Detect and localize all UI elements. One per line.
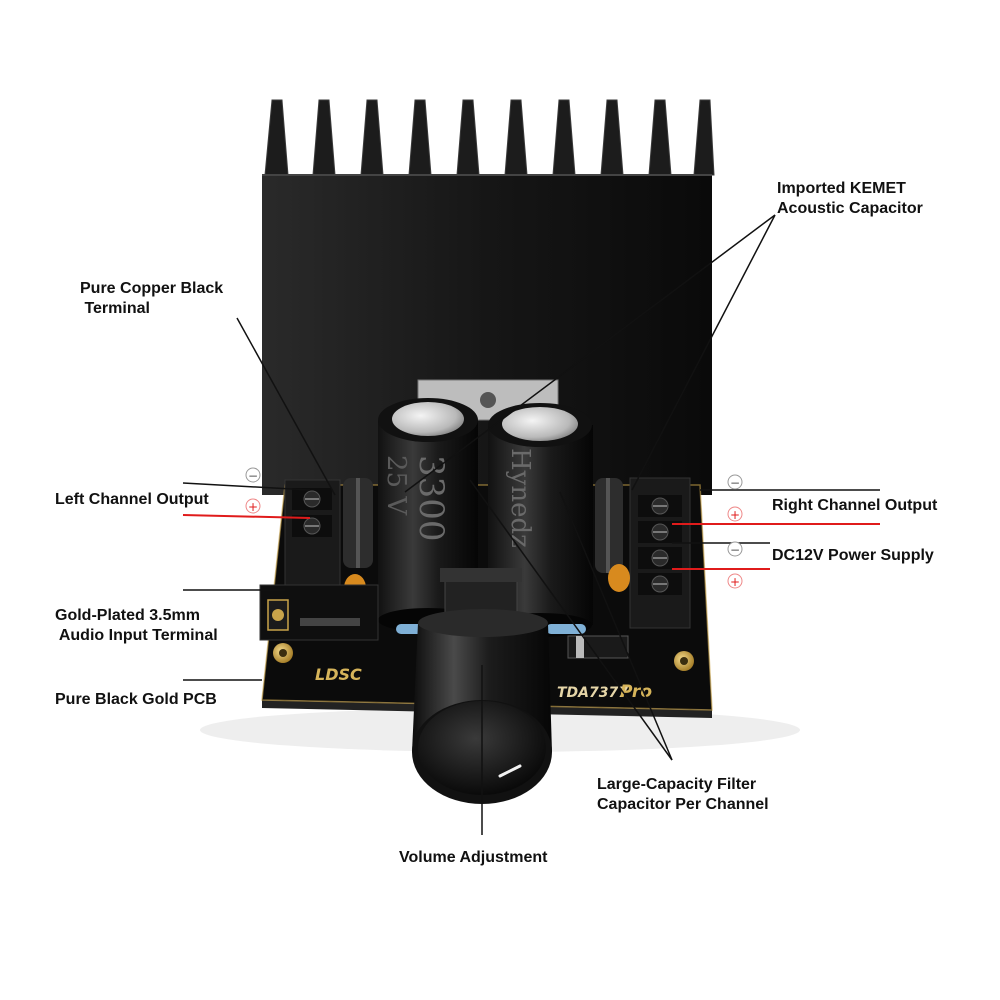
diode bbox=[567, 635, 629, 659]
minus-marker-left: − bbox=[248, 469, 258, 483]
pcb-brand-marking: LDSC bbox=[315, 665, 362, 684]
label-copper-line1: Pure Copper Black bbox=[80, 280, 224, 297]
pcb-model-suffix: Pro bbox=[620, 682, 652, 702]
pcb-model-marking: TDA7377 bbox=[557, 685, 628, 701]
cap-left-voltage: 25 V bbox=[381, 455, 411, 516]
leader-kemet-left bbox=[404, 214, 776, 493]
label-kemet-line2: Acoustic Capacitor bbox=[777, 200, 923, 217]
terminal-wires bbox=[182, 482, 880, 570]
plus-marker-power: + bbox=[730, 575, 740, 589]
plus-marker-left: + bbox=[248, 500, 258, 514]
leader-kemet-right bbox=[631, 214, 776, 491]
label-kemet-line1: Imported KEMET bbox=[777, 180, 906, 197]
polarity-markers: − + − + − + bbox=[245, 467, 743, 589]
minus-marker-right: − bbox=[730, 476, 740, 490]
heatsink bbox=[262, 99, 715, 495]
minus-marker-power: − bbox=[730, 543, 740, 557]
label-audio-input: Gold-Plated 3.5mm Audio Input Terminal bbox=[55, 606, 218, 646]
label-filter-line2: Capacitor Per Channel bbox=[597, 796, 769, 813]
label-volume-adjustment: Volume Adjustment bbox=[399, 849, 548, 866]
label-right-channel-output: Right Channel Output bbox=[772, 497, 938, 514]
left-terminal-block bbox=[284, 479, 341, 596]
label-filter-capacitor: Large-Capacity Filter Capacitor Per Chan… bbox=[597, 775, 769, 815]
leader-filter-left bbox=[469, 479, 673, 761]
right-terminal-block bbox=[629, 477, 691, 629]
cap-left-value: 3300 bbox=[411, 455, 451, 542]
kemet-capacitors bbox=[343, 478, 623, 573]
label-power-supply: DC12V Power Supply bbox=[772, 547, 934, 564]
knob-indicator bbox=[498, 764, 522, 778]
label-copper-terminal: Pure Copper Black Terminal bbox=[80, 279, 223, 319]
label-kemet-capacitor: Imported KEMET Acoustic Capacitor bbox=[777, 179, 923, 219]
label-audio-line2: Audio Input Terminal bbox=[55, 627, 218, 644]
label-pcb: Pure Black Gold PCB bbox=[55, 691, 217, 708]
label-audio-line1: Gold-Plated 3.5mm bbox=[55, 607, 200, 624]
plus-marker-right: + bbox=[730, 508, 740, 522]
leader-filter-right bbox=[559, 491, 673, 761]
ceramic-capacitor-right bbox=[608, 564, 630, 592]
audio-input-jack bbox=[259, 584, 379, 641]
label-left-channel-output: Left Channel Output bbox=[55, 491, 209, 508]
cap-right-brand: Hynedz bbox=[505, 448, 535, 548]
leader-lines bbox=[183, 214, 776, 835]
label-filter-line1: Large-Capacity Filter bbox=[597, 776, 757, 793]
label-copper-line2: Terminal bbox=[80, 300, 150, 317]
leader-copper-terminal bbox=[236, 317, 336, 496]
